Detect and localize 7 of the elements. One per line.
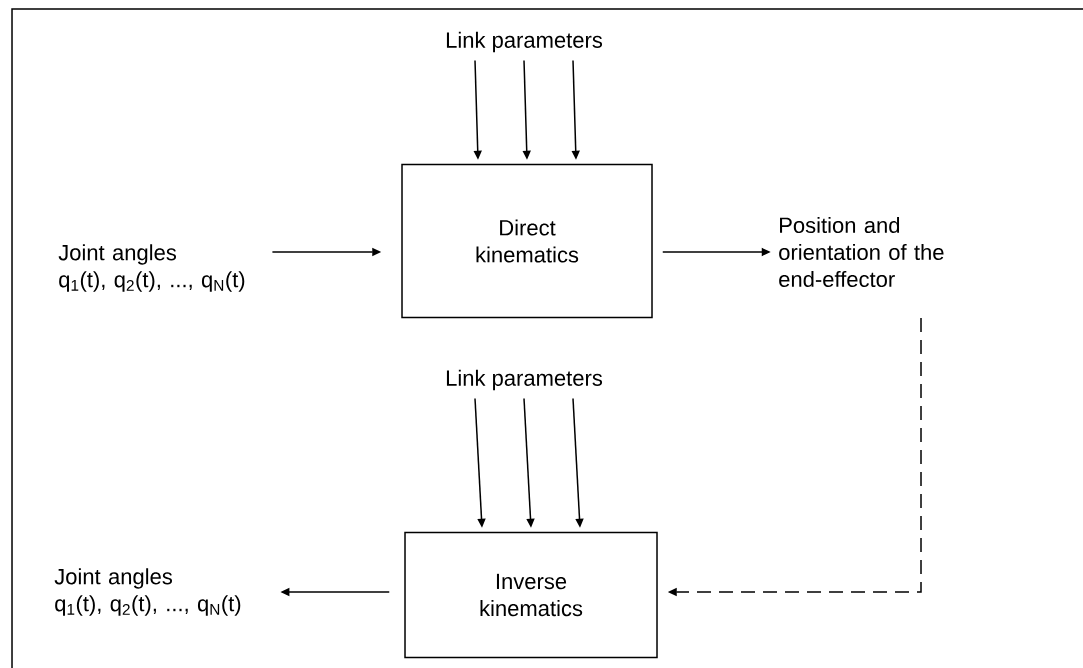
process-box: Direct kinematics (401, 163, 653, 319)
label-text: Position and orientation of the end-effector (779, 216, 944, 288)
label-text: Link parameters (446, 369, 603, 391)
label-text: Link parameters (446, 31, 603, 53)
process-box: Inverse kinematics (404, 531, 658, 659)
label-text: Joint angles q$_{1}$(t), q$_{2}$(t), ..., q$_{N}$(t) (58, 244, 245, 292)
label-text: Joint angles q$_{1}$(t), q$_{2}$(t), ..., q$_{N}$(t) (54, 568, 241, 616)
